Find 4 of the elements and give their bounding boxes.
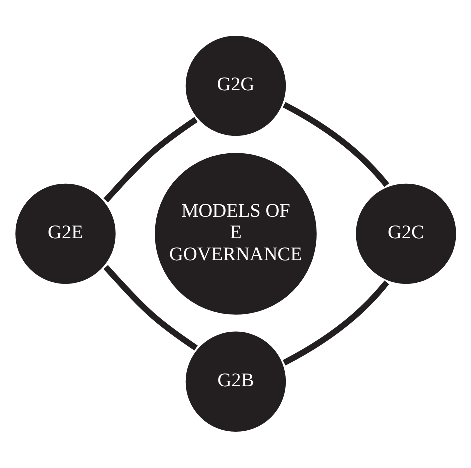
connector: [103, 265, 198, 351]
connector: [103, 117, 198, 203]
connector: [282, 280, 389, 366]
connector: [282, 102, 389, 188]
